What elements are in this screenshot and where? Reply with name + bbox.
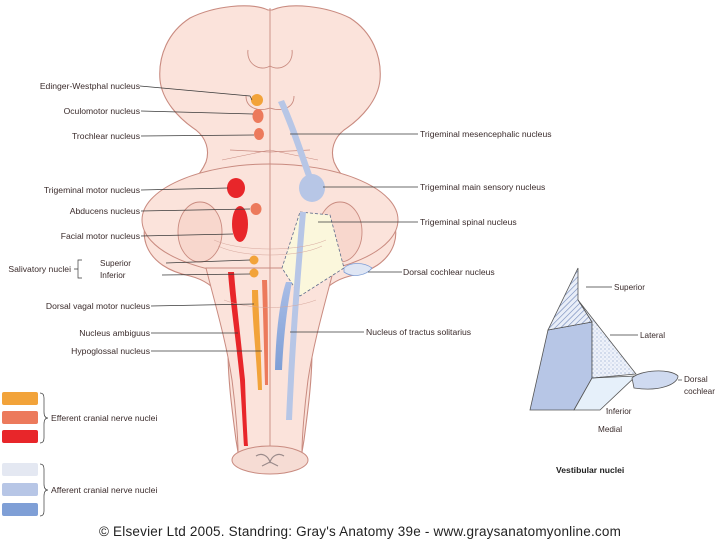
leader-lines — [74, 85, 418, 352]
label-salivatory-inferior: Inferior — [100, 271, 126, 280]
legend-afferent-bracket — [39, 463, 49, 517]
oculomotor-nucleus — [252, 109, 264, 123]
afferent-nuclei — [275, 100, 373, 420]
legend-swatch-afferent-light — [2, 463, 38, 476]
label-tractus-solitarius: Nucleus of tractus solitarius — [366, 327, 471, 337]
label-salivatory: Salivatory nuclei — [8, 264, 71, 274]
trigeminal-motor-nucleus — [227, 178, 245, 198]
left-labels: Edinger-Westphal nucleus Oculomotor nucl… — [8, 81, 150, 356]
label-edinger-westphal: Edinger-Westphal nucleus — [40, 81, 140, 91]
label-trochlear: Trochlear nucleus — [72, 131, 140, 141]
label-trigeminal-spinal: Trigeminal spinal nucleus — [420, 217, 517, 227]
label-trigeminal-motor: Trigeminal motor nucleus — [44, 185, 140, 195]
abducens-nucleus — [250, 203, 262, 215]
label-dorsal-cochlear: Dorsal cochlear nucleus — [403, 267, 495, 277]
label-salivatory-superior: Superior — [100, 259, 131, 268]
dorsal-vagal-motor-nucleus — [252, 290, 262, 390]
vestibular-label-dorsal: Dorsal — [684, 375, 708, 384]
colliculi — [247, 49, 293, 69]
superior-salivatory-nucleus — [249, 255, 259, 265]
vestibular-inset: Superior Lateral Dorsal cochlear Inferio… — [529, 267, 715, 475]
label-oculomotor: Oculomotor nucleus — [64, 106, 140, 116]
right-labels: Trigeminal mesencephalic nucleus Trigemi… — [366, 129, 552, 337]
copyright-caption: © Elsevier Ltd 2005. Standring: Gray's A… — [98, 524, 622, 539]
facial-motor-nucleus — [232, 206, 248, 242]
brainstem-outline — [141, 5, 399, 475]
legend-swatch-efferent-red — [2, 430, 38, 443]
label-trigeminal-mesencephalic: Trigeminal mesencephalic nucleus — [420, 129, 552, 139]
vestibular-label-inferior: Inferior — [606, 407, 632, 416]
vestibular-label-lateral: Lateral — [640, 331, 665, 340]
spinal-cord-section — [231, 445, 309, 475]
vestibular-label-superior: Superior — [614, 283, 645, 292]
trigeminal-main-sensory-nucleus — [299, 174, 325, 202]
legend-swatch-afferent-mid — [2, 483, 38, 496]
vestibular-dorsal-cochlear — [631, 370, 679, 390]
trochlear-nucleus — [254, 128, 264, 140]
vestibular-title: Vestibular nuclei — [556, 465, 624, 475]
label-abducens: Abducens nucleus — [70, 206, 140, 216]
legend-efferent-bracket — [39, 392, 49, 444]
edinger-westphal-nucleus — [251, 94, 263, 106]
nucleus-ambiguus — [228, 272, 248, 446]
legend-swatch-efferent-orange — [2, 392, 38, 405]
label-trigeminal-main-sensory: Trigeminal main sensory nucleus — [420, 182, 545, 192]
legend: Efferent cranial nerve nuclei Afferent c… — [2, 392, 157, 517]
vestibular-label-cochlear: cochlear — [684, 387, 715, 396]
left-peduncle-lobe — [177, 201, 223, 263]
efferent-nuclei — [227, 94, 268, 446]
legend-afferent-label: Afferent cranial nerve nuclei — [51, 485, 157, 495]
label-facial-motor: Facial motor nucleus — [61, 231, 140, 241]
vestibular-label-medial: Medial — [598, 425, 622, 434]
vestibular-superior — [547, 267, 593, 331]
nucleus-tractus-solitarius — [275, 282, 292, 370]
trigeminal-mesencephalic-nucleus — [278, 100, 314, 182]
label-hypoglossal: Hypoglossal nucleus — [71, 346, 150, 356]
label-dorsal-vagal-motor: Dorsal vagal motor nucleus — [46, 301, 150, 311]
legend-efferent-label: Efferent cranial nerve nuclei — [51, 413, 157, 423]
legend-swatch-efferent-salmon — [2, 411, 38, 424]
inferior-salivatory-nucleus — [249, 268, 259, 278]
legend-swatch-afferent-dark — [2, 503, 38, 516]
label-nucleus-ambiguus: Nucleus ambiguus — [79, 328, 150, 338]
interior-fibres — [213, 239, 327, 308]
spinal-trigeminal-tail — [286, 212, 306, 420]
dorsal-cochlear-nucleus — [343, 263, 373, 276]
hypoglossal-nucleus — [262, 280, 268, 385]
